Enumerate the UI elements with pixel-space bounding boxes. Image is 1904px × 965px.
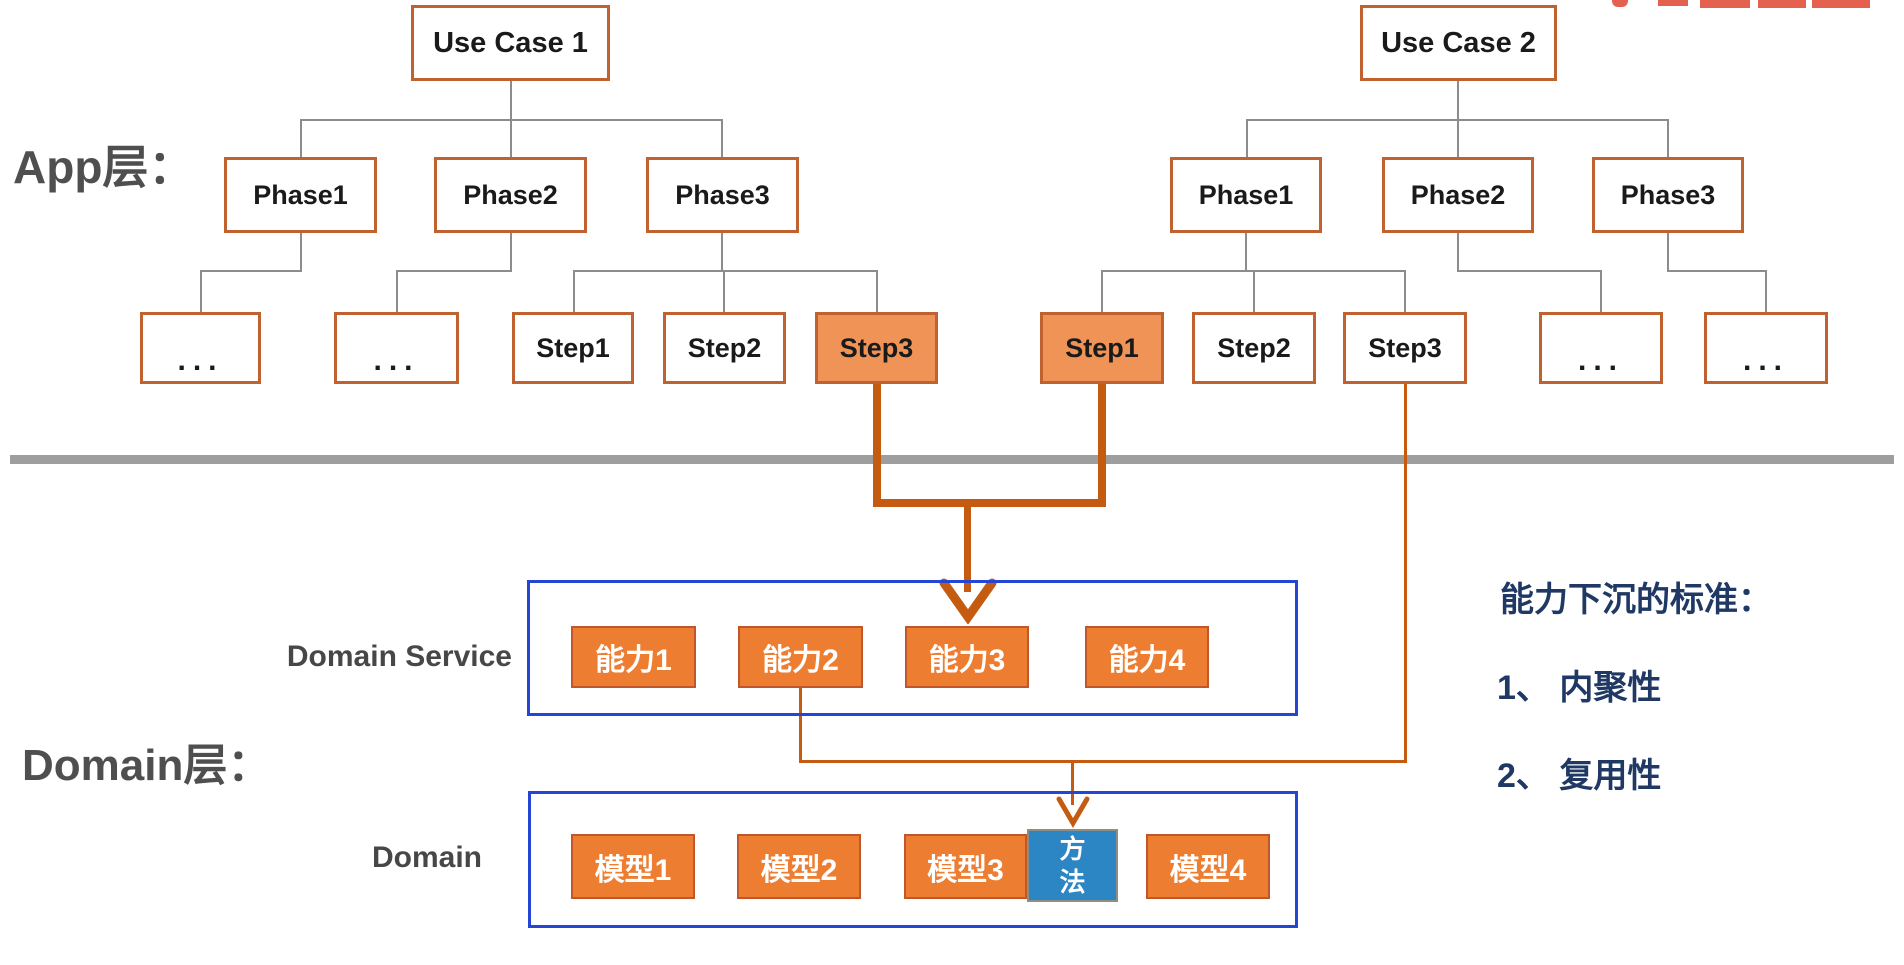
cropped-logo-icon <box>1700 0 1750 8</box>
capability-2-box: 能力2 <box>738 626 863 688</box>
connector-line <box>510 233 512 270</box>
uc1-step2-box: Step2 <box>663 312 786 384</box>
thin-connector-cap2-drop <box>799 688 802 763</box>
connector-line <box>721 233 723 270</box>
connector-line <box>396 270 512 272</box>
thin-connector-step3-drop <box>1404 384 1407 763</box>
uc1-step3-box-highlighted: Step3 <box>815 312 938 384</box>
connector-line <box>1765 270 1767 312</box>
connector-line <box>510 81 512 119</box>
uc2-step2-box: Step2 <box>1192 312 1316 384</box>
criteria-title: 能力下沉的标准： <box>1500 581 1772 619</box>
model-3-box: 模型3 <box>904 834 1027 899</box>
domain-service-label: Domain Service <box>286 640 512 673</box>
method-box: 方法 <box>1027 829 1118 902</box>
connector-line <box>1600 270 1602 312</box>
capability-4-box: 能力4 <box>1085 626 1209 688</box>
connector-line <box>1667 270 1767 272</box>
connector-line <box>573 270 878 272</box>
merge-connector-bar <box>873 499 1106 507</box>
connector-line <box>1253 270 1255 312</box>
connector-line <box>1245 233 1247 270</box>
connector-line <box>1404 270 1406 312</box>
connector-line <box>1457 270 1602 272</box>
connector-line <box>300 119 302 157</box>
connector-line <box>510 119 512 157</box>
connector-line <box>721 119 723 157</box>
down-arrowhead-icon <box>1056 796 1090 828</box>
model-1-box: 模型1 <box>571 834 695 899</box>
uc2-ellipsis-box: ... <box>1704 312 1828 384</box>
thin-connector-bar <box>799 760 1407 763</box>
domain-container <box>528 791 1298 928</box>
connector-line <box>1101 270 1103 312</box>
uc2-ellipsis-box: ... <box>1539 312 1663 384</box>
uc1-step1-box: Step1 <box>512 312 634 384</box>
connector-line <box>1246 119 1248 157</box>
model-2-box: 模型2 <box>737 834 861 899</box>
use-case-1-box: Use Case 1 <box>411 5 610 81</box>
connector-line <box>876 270 878 312</box>
connector-line <box>1457 119 1459 157</box>
merge-arrow-stem <box>964 507 971 592</box>
capability-1-box: 能力1 <box>571 626 696 688</box>
connector-line <box>200 270 202 312</box>
uc1-phase2-box: Phase2 <box>434 157 587 233</box>
domain-layer-label: Domain层： <box>22 741 272 790</box>
uc2-phase1-box: Phase1 <box>1170 157 1322 233</box>
uc2-step3-box: Step3 <box>1343 312 1467 384</box>
layer-divider <box>10 455 1894 464</box>
connector-line <box>1667 119 1669 157</box>
criteria-item-2: 2、 复用性 <box>1497 757 1662 795</box>
connector-line <box>573 270 575 312</box>
cropped-logo-icon <box>1812 0 1870 8</box>
model-4-box: 模型4 <box>1146 834 1270 899</box>
method-label: 方法 <box>1059 834 1086 897</box>
connector-line <box>1457 81 1459 119</box>
merge-connector-left <box>873 384 881 507</box>
criteria-item-1: 1、 内聚性 <box>1497 669 1662 707</box>
uc1-ellipsis-box: ... <box>140 312 261 384</box>
use-case-2-box: Use Case 2 <box>1360 5 1557 81</box>
cropped-logo-icon <box>1658 0 1688 6</box>
connector-line <box>1457 233 1459 270</box>
merge-connector-right <box>1098 384 1106 507</box>
connector-line <box>723 270 725 312</box>
uc1-ellipsis-box: ... <box>334 312 459 384</box>
app-layer-label: App层： <box>13 141 195 193</box>
down-arrowhead-icon <box>939 578 997 624</box>
capability-3-box: 能力3 <box>905 626 1029 688</box>
uc2-phase2-box: Phase2 <box>1382 157 1534 233</box>
connector-line <box>396 270 398 312</box>
connector-line <box>300 233 302 270</box>
connector-line <box>200 270 302 272</box>
domain-service-container <box>527 580 1298 716</box>
uc2-step1-box-highlighted: Step1 <box>1040 312 1164 384</box>
cropped-logo-icon <box>1612 0 1628 7</box>
cropped-logo-icon <box>1758 0 1806 8</box>
domain-label: Domain <box>371 841 482 874</box>
uc1-phase3-box: Phase3 <box>646 157 799 233</box>
uc2-phase3-box: Phase3 <box>1592 157 1744 233</box>
thin-arrow-stem <box>1071 760 1074 805</box>
connector-line <box>1667 233 1669 270</box>
uc1-phase1-box: Phase1 <box>224 157 377 233</box>
